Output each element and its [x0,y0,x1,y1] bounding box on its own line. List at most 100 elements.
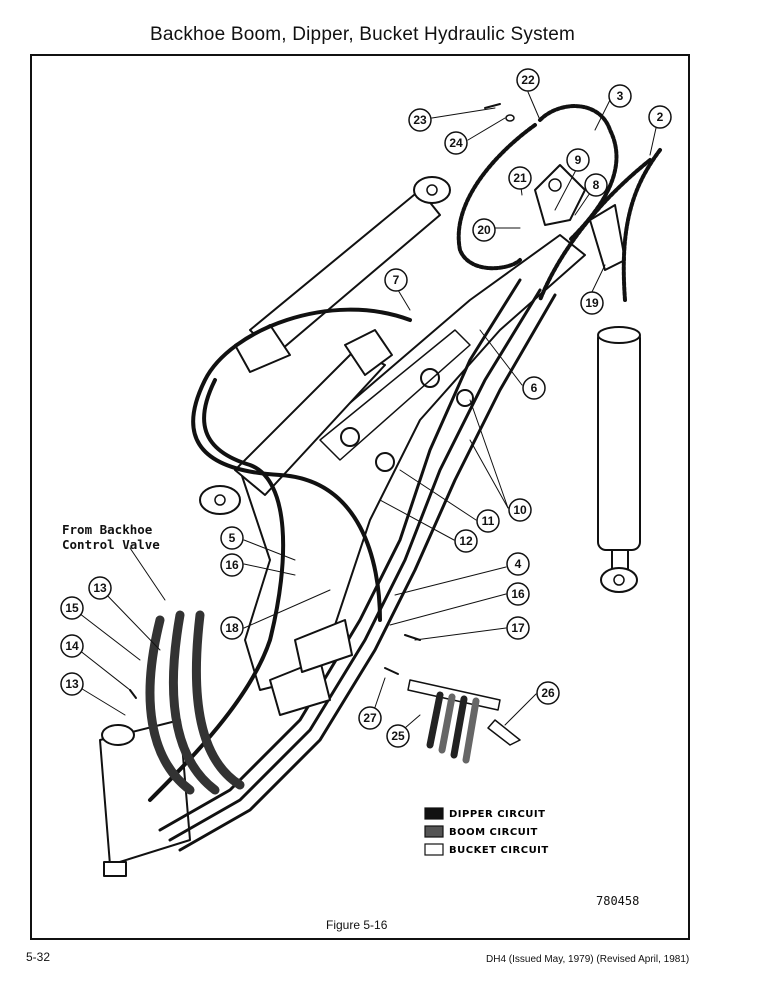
svg-text:2: 2 [657,110,664,124]
svg-text:14: 14 [65,639,79,653]
hose-2 [621,148,662,302]
hose-bucket-circuit [158,278,522,832]
callout-group: 22 3 23 24 2 9 21 8 20 19 7 6 10 11 12 5… [60,68,672,748]
upper-cylinder [234,176,451,373]
callout-19: 19 [580,291,604,315]
o-ring-24 [505,114,515,122]
svg-text:4: 4 [515,557,522,571]
source-label: From Backhoe Control Valve [62,522,160,552]
callout-14: 14 [60,634,84,658]
callout-23: 23 [408,108,432,132]
svg-text:16: 16 [225,558,239,572]
boom-plate [319,329,471,461]
dipper-pivot [340,427,360,447]
dipper-pivot-2 [375,452,395,472]
svg-text:19: 19 [585,296,599,310]
boom-pivot [420,368,440,388]
top-bracket [534,164,586,226]
revision-note: DH4 (Issued May, 1979) (Revised April, 1… [486,954,690,965]
hose-line-3 [178,293,557,852]
svg-text:20: 20 [477,223,491,237]
svg-text:BUCKET CIRCUIT: BUCKET CIRCUIT [449,845,549,856]
svg-text:5: 5 [229,531,236,545]
callout-4: 4 [506,552,530,576]
svg-text:27: 27 [363,711,377,725]
svg-text:13: 13 [93,581,107,595]
legend-item-dipper: DIPPER CIRCUIT [424,807,545,820]
source-label-line1: From Backhoe [62,522,153,537]
hose-group-b [168,610,220,795]
drawing-number: 780458 [596,894,640,908]
svg-text:17: 17 [511,621,525,635]
figure-caption: Figure 5-16 [326,918,388,932]
svg-text:22: 22 [521,73,535,87]
callout-20: 20 [472,218,496,242]
page-title: Backhoe Boom, Dipper, Bucket Hydraulic S… [150,24,576,45]
bolt-27 [384,667,399,675]
callout-10: 10 [508,498,532,522]
legend-swatch-dipper [424,807,444,820]
legend-item-boom: BOOM CIRCUIT [424,825,538,838]
bolt-17 [404,634,421,641]
callout-24: 24 [444,131,468,155]
callout-9: 9 [566,148,590,172]
fitting-block-2 [294,619,353,673]
boom-arm [239,234,586,691]
svg-text:BOOM CIRCUIT: BOOM CIRCUIT [449,827,538,838]
svg-text:3: 3 [617,89,624,103]
figure-frame [30,54,690,940]
middle-cylinder [199,329,393,515]
hose-line-2 [168,288,542,842]
legend: DIPPER CIRCUIT BOOM CIRCUIT BUCKET CIRCU… [424,807,549,856]
hose-boom-circuit [148,378,286,802]
svg-text:8: 8 [593,178,600,192]
hose-dipper-circuit [191,307,412,622]
legend-swatch-bucket [424,843,444,856]
svg-text:16: 16 [511,587,525,601]
callout-26: 26 [536,681,560,705]
callout-11: 11 [476,509,500,533]
fitting-detail [407,679,521,764]
callout-16-top: 16 [220,553,244,577]
legend-item-bucket: BUCKET CIRCUIT [424,843,549,856]
legend-swatch-boom [424,825,444,838]
svg-text:24: 24 [449,136,463,150]
callout-15: 15 [60,596,84,620]
svg-text:23: 23 [413,113,427,127]
bucket-cylinder [597,326,641,593]
hose-group-a [145,615,195,795]
hose-group-c [191,610,245,790]
callout-21: 21 [508,166,532,190]
svg-text:10: 10 [513,503,527,517]
callout-22: 22 [516,68,540,92]
page-number: 5-32 [26,950,51,964]
callout-8: 8 [584,173,608,197]
source-label-line2: Control Valve [62,537,160,552]
callout-27: 27 [358,706,382,730]
swing-valve-block [99,719,191,877]
svg-text:DIPPER CIRCUIT: DIPPER CIRCUIT [449,809,545,820]
hose-2b [538,158,652,302]
svg-text:25: 25 [391,729,405,743]
svg-text:15: 15 [65,601,79,615]
callout-25: 25 [386,724,410,748]
svg-text:7: 7 [393,273,400,287]
callout-5: 5 [220,526,244,550]
svg-text:6: 6 [531,381,538,395]
callout-12: 12 [454,529,478,553]
svg-text:9: 9 [575,153,582,167]
callout-18: 18 [220,616,244,640]
swing-pivot [456,389,474,407]
callout-17: 17 [506,616,530,640]
callout-13-bottom: 13 [60,672,84,696]
svg-text:21: 21 [513,171,527,185]
svg-text:12: 12 [459,534,473,548]
callout-13-top: 13 [88,576,112,600]
callout-3: 3 [608,84,632,108]
svg-text:13: 13 [65,677,79,691]
leader-lines [73,91,657,735]
svg-text:26: 26 [541,686,555,700]
hose-22 [456,123,537,271]
callout-6: 6 [522,376,546,400]
callout-16-bottom: 16 [506,582,530,606]
